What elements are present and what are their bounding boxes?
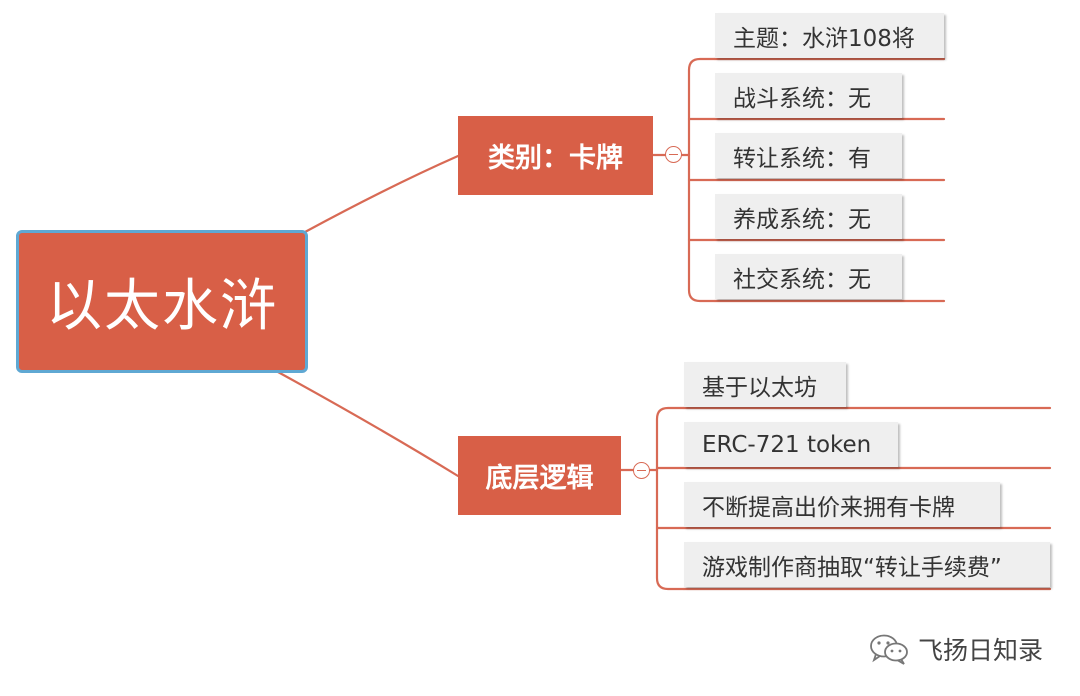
leaf-topic-growth-system[interactable]: 养成系统：无 — [715, 194, 902, 239]
leaf-topic-label: 不断提高出价来拥有卡牌 — [702, 494, 955, 521]
leaf-topic-battle-system[interactable]: 战斗系统：无 — [715, 73, 902, 118]
branch-topic-label: 类别：卡牌 — [488, 143, 623, 174]
watermark: 飞扬日知录 — [868, 631, 1043, 667]
watermark-text: 飞扬日知录 — [918, 636, 1044, 665]
leaf-topic-transfer-system[interactable]: 转让系统：有 — [715, 133, 902, 178]
leaf-topic-erc721[interactable]: ERC-721 token — [684, 422, 898, 467]
root-topic-label: 以太水浒 — [46, 274, 278, 339]
root-topic[interactable]: 以太水浒 — [16, 230, 308, 373]
leaf-topic-label: 基于以太坊 — [702, 374, 817, 401]
leaf-topic-label: ERC-721 token — [702, 431, 872, 458]
leaf-topic-label: 游戏制作商抽取“转让手续费” — [702, 554, 1002, 581]
leaf-topic-transfer-fee[interactable]: 游戏制作商抽取“转让手续费” — [684, 542, 1050, 587]
collapse-minus-icon[interactable] — [633, 462, 650, 479]
leaf-topic-ethereum[interactable]: 基于以太坊 — [684, 362, 846, 407]
leaf-topic-label: 社交系统：无 — [733, 266, 871, 293]
leaf-topic-label: 养成系统：无 — [733, 206, 871, 233]
leaf-topic-label: 战斗系统：无 — [733, 85, 871, 112]
collapse-minus-icon[interactable] — [665, 146, 682, 163]
branch-topic-logic[interactable]: 底层逻辑 — [458, 436, 621, 515]
leaf-topic-label: 转让系统：有 — [733, 145, 871, 172]
wechat-icon — [870, 634, 908, 665]
leaf-topic-social-system[interactable]: 社交系统：无 — [715, 254, 902, 299]
leaf-topic-label: 主题：水浒108将 — [733, 25, 915, 52]
branch-topic-category[interactable]: 类别：卡牌 — [458, 116, 653, 195]
branch-topic-label: 底层逻辑 — [485, 463, 594, 494]
leaf-topic-theme[interactable]: 主题：水浒108将 — [715, 13, 944, 58]
leaf-topic-bidding[interactable]: 不断提高出价来拥有卡牌 — [684, 482, 1000, 527]
